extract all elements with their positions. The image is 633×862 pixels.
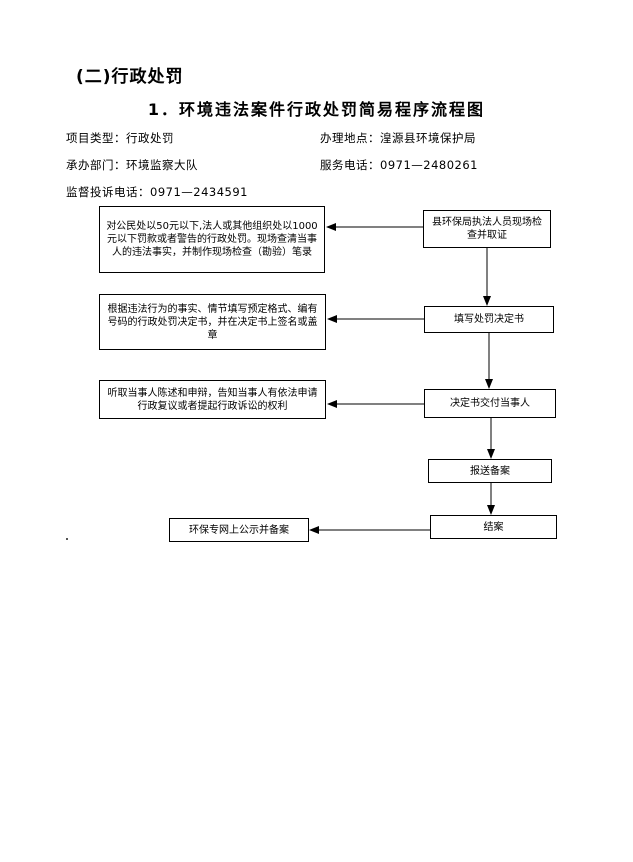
step-label: 县环保局执法人员现场检查并取证	[432, 217, 542, 241]
item-type: 项目类型：行政处罚	[66, 131, 174, 145]
stray-dot	[66, 538, 68, 540]
step-deliver-decision: 决定书交付当事人	[424, 389, 556, 418]
step-label: 报送备案	[470, 465, 510, 477]
note-public-notice: 环保专网上公示并备案	[169, 518, 309, 542]
step-case-closed: 结案	[430, 515, 557, 539]
department: 承办部门：环境监察大队	[66, 158, 198, 172]
note-text: 对公民处以50元以下,法人或其他组织处以1000元以下罚款或者警告的行政处罚。现…	[106, 221, 318, 258]
page-title: 1．环境违法案件行政处罚简易程序流程图	[147, 100, 486, 119]
section-heading: (二)行政处罚	[76, 67, 184, 87]
office-location: 办理地点：湟源县环境保护局	[320, 131, 476, 145]
step-label: 决定书交付当事人	[450, 398, 530, 409]
complaint-phone: 监督投诉电话：0971—2434591	[66, 185, 248, 199]
note-penalty-scope: 对公民处以50元以下,法人或其他组织处以1000元以下罚款或者警告的行政处罚。现…	[99, 206, 325, 273]
step-label: 填写处罚决定书	[454, 314, 524, 325]
note-text: 根据违法行为的事实、情节填写预定格式、编有号码的行政处罚决定书，并在决定书上签名…	[107, 303, 318, 341]
note-party-rights: 听取当事人陈述和申辩，告知当事人有依法申请行政复议或者提起行政诉讼的权利	[99, 380, 326, 419]
note-decision-details: 根据违法行为的事实、情节填写预定格式、编有号码的行政处罚决定书，并在决定书上签名…	[99, 294, 326, 350]
step-on-site-inspection: 县环保局执法人员现场检查并取证	[423, 210, 551, 248]
step-filing: 报送备案	[428, 459, 552, 483]
note-text: 环保专网上公示并备案	[189, 524, 289, 536]
note-text: 听取当事人陈述和申辩，告知当事人有依法申请行政复议或者提起行政诉讼的权利	[107, 387, 318, 412]
step-label: 结案	[483, 521, 504, 533]
step-fill-decision: 填写处罚决定书	[424, 306, 554, 333]
service-phone: 服务电话：0971—2480261	[320, 158, 478, 172]
